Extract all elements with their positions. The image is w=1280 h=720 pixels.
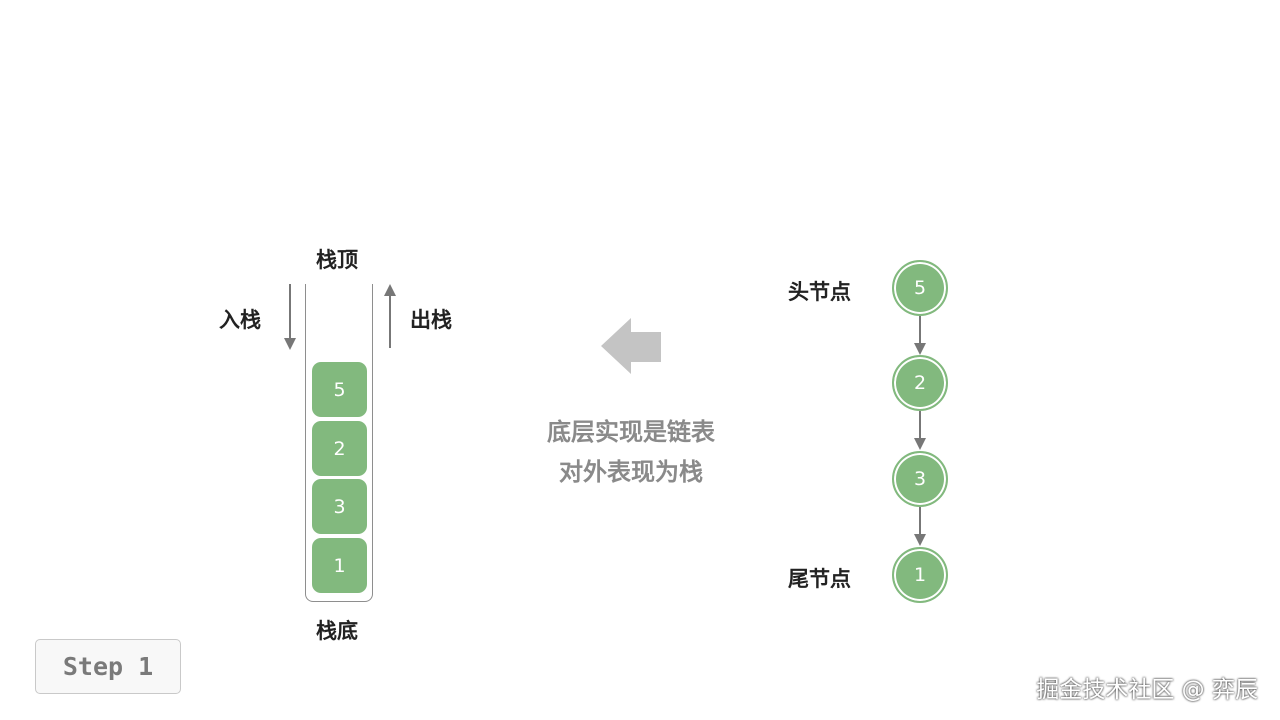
head-node-label: 头节点	[788, 280, 851, 304]
stack-bottom-label: 栈底	[316, 619, 358, 643]
push-label: 入栈	[219, 308, 261, 332]
stack-item: 5	[312, 362, 367, 417]
stack-item: 3	[312, 479, 367, 534]
arrow-down-icon	[284, 284, 296, 350]
stack-top-label: 栈顶	[316, 248, 358, 272]
step-label: Step 1	[62, 652, 154, 681]
list-node: 3	[892, 451, 948, 507]
node-link-arrow-icon	[914, 316, 926, 355]
node-link-arrow-icon	[914, 411, 926, 450]
big-left-arrow-icon	[601, 318, 661, 374]
step-badge: Step 1	[35, 639, 181, 694]
pop-label: 出栈	[410, 308, 452, 332]
tail-node-label: 尾节点	[788, 567, 851, 591]
list-node: 2	[892, 355, 948, 411]
arrow-up-icon	[384, 284, 396, 348]
watermark: 掘金技术社区 @ 弈辰	[1036, 677, 1258, 703]
caption-line-1: 底层实现是链表	[547, 418, 715, 446]
stack-item: 2	[312, 421, 367, 476]
list-node: 5	[892, 260, 948, 316]
list-node: 1	[892, 547, 948, 603]
node-link-arrow-icon	[914, 507, 926, 546]
caption-line-2: 对外表现为栈	[559, 458, 703, 486]
stack-container	[305, 284, 373, 602]
stack-item: 1	[312, 538, 367, 593]
